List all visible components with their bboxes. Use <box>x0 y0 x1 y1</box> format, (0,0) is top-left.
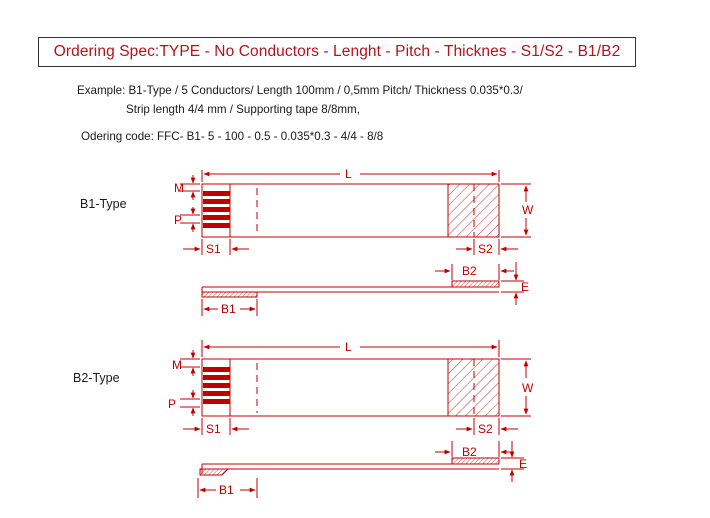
ordering-code-line: Odering code: FFC- B1- 5 - 100 - 0.5 - 0… <box>81 130 384 143</box>
b1-s2-label: S2 <box>478 242 493 256</box>
b2-pitch-label: P <box>168 397 176 411</box>
b2-top-view <box>180 340 531 435</box>
b1-b1-label: B1 <box>221 302 236 316</box>
b2-b1-label: B1 <box>219 483 234 497</box>
b1-top-view <box>180 170 531 255</box>
example-line-2: Strip length 4/4 mm / Supporting tape 8/… <box>126 103 360 116</box>
b1-support-tape-top <box>451 280 500 288</box>
type-label-b1: B1-Type <box>80 197 127 211</box>
b1-s1-label: S1 <box>206 242 221 256</box>
b1-thickness-label: E <box>521 280 529 294</box>
b1-pitch-label: P <box>174 213 182 227</box>
b1-margin-label: M <box>174 181 184 195</box>
ordering-spec-box: Ordering Spec:TYPE - No Conductors - Len… <box>38 37 636 67</box>
ordering-spec-title: Ordering Spec:TYPE - No Conductors - Len… <box>53 43 621 60</box>
b1-length-label: L <box>345 167 352 181</box>
b2-side-view <box>197 441 524 498</box>
b1-side-view <box>201 262 524 316</box>
b2-s1-label: S1 <box>206 422 221 436</box>
b2-thickness-label: E <box>519 457 527 471</box>
type-label-b2: B2-Type <box>73 371 120 385</box>
b2-support-tape-top <box>451 457 500 465</box>
example-line-1: Example: B1-Type / 5 Conductors/ Length … <box>77 84 523 97</box>
b2-b2-label: B2 <box>462 445 477 459</box>
b2-conductor-strips <box>203 367 230 404</box>
b2-width-label: W <box>522 381 534 395</box>
b1-support-tape-bottom <box>201 291 258 298</box>
b2-support-tape-bottom <box>199 468 230 476</box>
b1-b2-label: B2 <box>462 264 477 278</box>
b2-margin-label: M <box>172 358 182 372</box>
b2-s2-label: S2 <box>478 422 493 436</box>
b1-width-label: W <box>522 203 534 217</box>
b1-conductor-strips <box>203 191 230 228</box>
b2-length-label: L <box>345 340 352 354</box>
